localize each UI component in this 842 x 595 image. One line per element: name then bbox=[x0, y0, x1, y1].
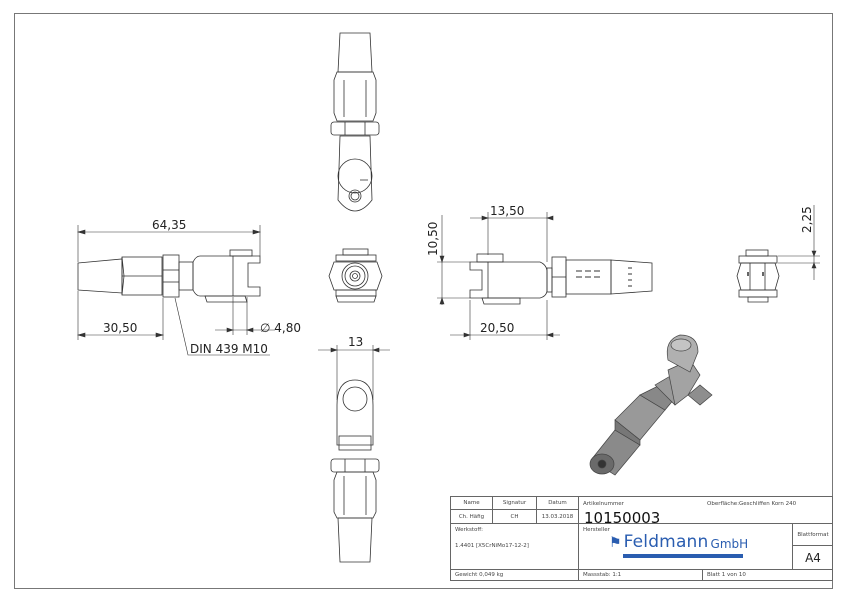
drawing-frame bbox=[14, 13, 833, 589]
top-view bbox=[330, 32, 380, 212]
dim-thread-length: 30,50 bbox=[103, 321, 138, 335]
header-name: Name bbox=[451, 497, 493, 510]
header-signature: Signatur bbox=[493, 497, 537, 510]
front-view bbox=[76, 225, 275, 356]
article-label: Artikelnummer bbox=[583, 501, 624, 507]
surface-label: Oberfläche: bbox=[707, 501, 740, 507]
lighthouse-icon: ⚑ bbox=[609, 535, 622, 551]
article-number: 10150003 bbox=[584, 509, 661, 527]
manufacturer-logo: ⚑ Feldmann GmbH bbox=[609, 534, 748, 558]
dim-bottom-width: 13 bbox=[348, 335, 364, 349]
article-cell: Artikelnummer 10150003 Oberfläche: Gesch… bbox=[579, 497, 833, 527]
dim-overall-length: 64,35 bbox=[152, 218, 187, 232]
nut-callout: DIN 439 M10 bbox=[190, 342, 268, 356]
material-value: 1.4401 [X5CrNiMo17-12-2] bbox=[455, 543, 529, 549]
sheet-format-label-cell: Blattformat bbox=[793, 524, 833, 546]
surface-value: Geschliffen Korn 240 bbox=[739, 501, 797, 507]
side-view bbox=[437, 212, 653, 340]
weight-cell: Gewicht 0,049 kg bbox=[451, 570, 579, 581]
bottom-view bbox=[318, 345, 390, 563]
value-name: Ch. Häfig bbox=[451, 510, 493, 524]
title-block: Name Signatur Datum Ch. Häfig CH 13.03.2… bbox=[450, 496, 833, 581]
dim-fork-inner: 13,50 bbox=[490, 204, 525, 218]
material-label: Werkstoff: bbox=[455, 527, 483, 533]
manufacturer-label: Hersteller bbox=[583, 527, 610, 533]
value-signature: CH bbox=[493, 510, 537, 524]
sheet-format-value: A4 bbox=[793, 546, 833, 570]
isometric-view bbox=[589, 334, 713, 476]
end-view-center bbox=[328, 248, 383, 303]
manufacturer-cell: Hersteller ⚑ Feldmann GmbH bbox=[579, 524, 793, 570]
logo-tagline-bar bbox=[623, 554, 743, 558]
end-view-right bbox=[736, 205, 820, 303]
material-cell: Werkstoff: 1.4401 [X5CrNiMo17-12-2] bbox=[451, 524, 579, 570]
sheet-cell: Blatt 1 von 10 bbox=[707, 572, 746, 578]
dim-offset: 2,25 bbox=[800, 206, 814, 233]
header-date: Datum bbox=[537, 497, 579, 510]
dim-fork-length: 20,50 bbox=[480, 321, 515, 335]
value-date: 13.03.2018 bbox=[537, 510, 579, 524]
dim-fork-height: 10,50 bbox=[426, 221, 440, 256]
dim-pin-diameter: ∅ 4,80 bbox=[260, 321, 301, 335]
scale-cell: Massstab: 1:1 bbox=[579, 570, 703, 581]
